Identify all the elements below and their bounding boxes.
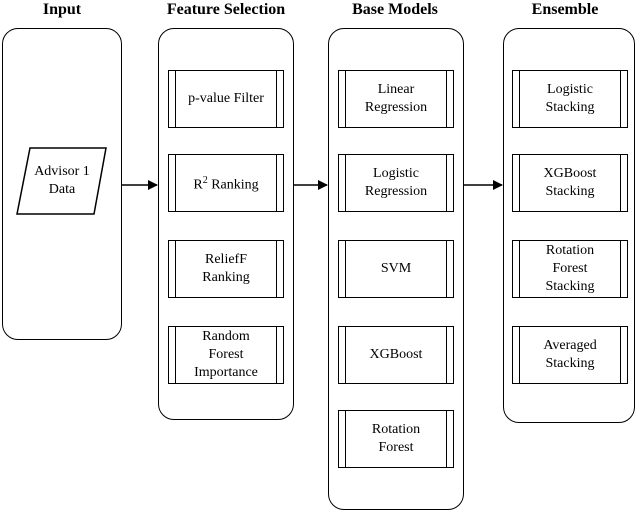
ensemble-column <box>503 28 635 423</box>
rotation-forest-box: Rotation Forest <box>338 410 454 468</box>
averaged-stacking-line2: Stacking <box>545 356 595 371</box>
logistic-regression-line2: Regression <box>364 184 428 199</box>
base-models-column <box>328 28 464 510</box>
linear-regression-line1: Linear <box>377 82 415 97</box>
svm-label: SVM <box>380 261 412 276</box>
input-data-shape <box>16 147 107 215</box>
logistic-regression-box: Logistic Regression <box>338 154 454 212</box>
linear-regression-box: Linear Regression <box>338 70 454 128</box>
r2-ranking-box: R2 Ranking <box>168 154 284 212</box>
rf-importance-line1: Random <box>202 329 250 344</box>
xgboost-box: XGBoost <box>338 326 454 384</box>
r2-superscript: 2 <box>202 174 208 186</box>
header-feature-selection: Feature Selection <box>166 1 286 18</box>
svm-box: SVM <box>338 240 454 298</box>
input-column <box>2 28 122 340</box>
rf-importance-line3: Importance <box>194 365 258 380</box>
xgboost-stacking-box: XGBoost Stacking <box>512 154 628 212</box>
relieff-line1: ReliefF <box>205 252 247 267</box>
rotation-forest-stacking-line2: Forest <box>552 261 588 276</box>
r2-symbol: R <box>193 177 203 193</box>
linear-regression-line2: Regression <box>364 100 428 115</box>
input-data-label: Advisor 1 Data <box>20 150 104 212</box>
xgboost-stacking-line2: Stacking <box>545 184 595 199</box>
averaged-stacking-line1: Averaged <box>543 338 597 353</box>
relieff-ranking-box: ReliefF Ranking <box>168 240 284 298</box>
averaged-stacking-box: Averaged Stacking <box>512 326 628 384</box>
rotation-forest-stacking-line1: Rotation <box>545 243 595 258</box>
rotation-forest-line2: Forest <box>378 440 414 455</box>
header-base-models: Base Models <box>352 1 438 18</box>
random-forest-importance-box: Random Forest Importance <box>168 326 284 384</box>
input-data-line1: Advisor 1 <box>34 164 90 179</box>
pvalue-filter-box: p-value Filter <box>168 70 284 128</box>
xgboost-stacking-line1: XGBoost <box>543 166 597 181</box>
logistic-stacking-line1: Logistic <box>547 82 593 97</box>
logistic-regression-line1: Logistic <box>373 166 419 181</box>
header-input: Input <box>42 1 82 18</box>
logistic-stacking-line2: Stacking <box>545 100 595 115</box>
r2-ranking-label: R2 Ranking <box>193 172 258 195</box>
rf-importance-line2: Forest <box>208 347 244 362</box>
header-ensemble: Ensemble <box>531 1 599 18</box>
r2-ranking-text: Ranking <box>207 177 259 193</box>
relieff-line2: Ranking <box>202 270 250 285</box>
logistic-stacking-box: Logistic Stacking <box>512 70 628 128</box>
pvalue-filter-label: p-value Filter <box>188 91 264 106</box>
rotation-forest-stacking-box: Rotation Forest Stacking <box>512 240 628 298</box>
rotation-forest-stacking-line3: Stacking <box>545 279 595 294</box>
input-data-line2: Data <box>48 182 76 197</box>
xgboost-label: XGBoost <box>369 347 423 362</box>
feature-selection-column <box>158 28 294 420</box>
rotation-forest-line1: Rotation <box>371 422 421 437</box>
